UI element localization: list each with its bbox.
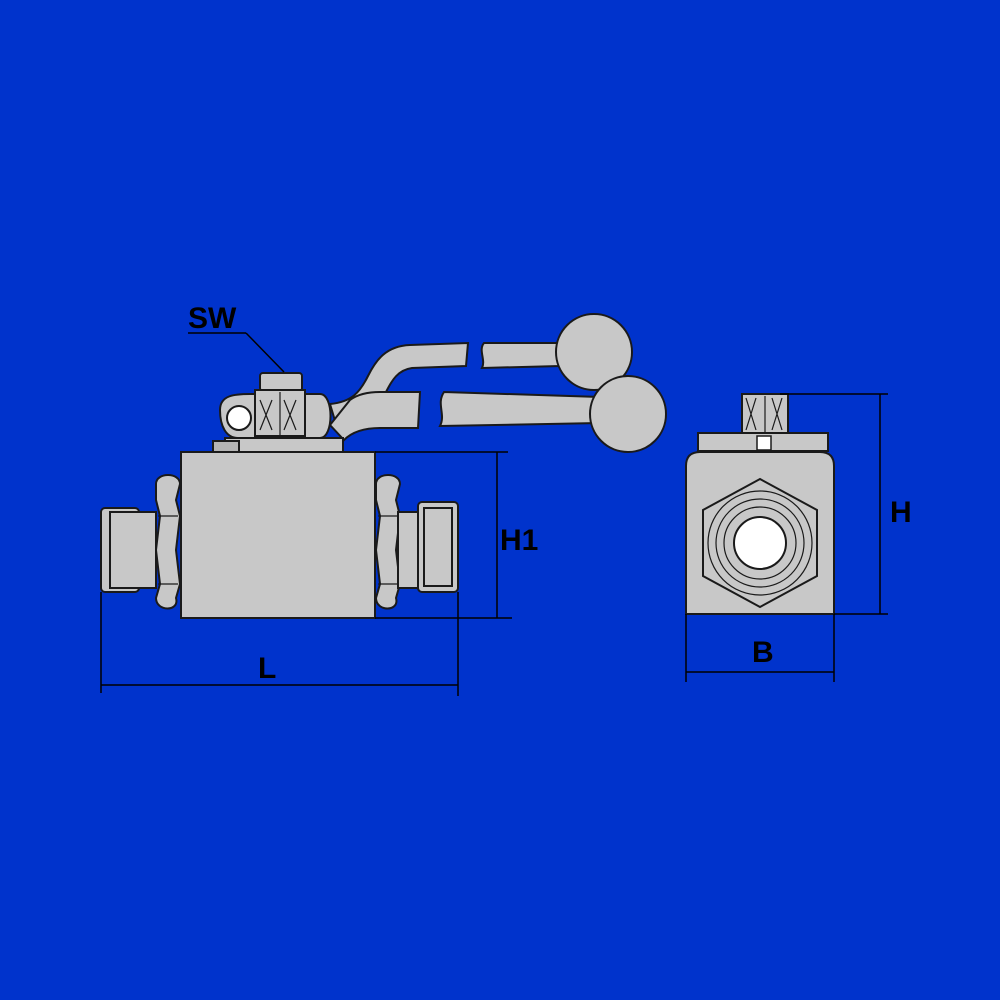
dimension-l: L: [100, 592, 459, 696]
left-fitting: [100, 474, 182, 610]
dimension-h1: H1: [375, 451, 538, 619]
dimension-h: H: [780, 393, 912, 615]
valve-body: [180, 451, 376, 619]
dimension-sw: SW: [188, 302, 285, 373]
dimension-b: B: [685, 614, 835, 682]
dimension-label-sw: SW: [188, 302, 237, 335]
stem-assembly: [218, 372, 332, 439]
side-view: H1 L SW: [100, 302, 667, 696]
front-view: H B: [685, 393, 912, 682]
handle-knob-upper: [555, 313, 633, 391]
right-fitting: [374, 474, 459, 610]
dimension-label-l: L: [258, 652, 276, 685]
pivot-hole: [226, 405, 252, 431]
port-bore: [733, 516, 787, 570]
front-stop-pin: [756, 435, 772, 451]
dimension-label-h1: H1: [500, 524, 538, 557]
stem-nut-top: [259, 372, 303, 392]
dimension-label-b: B: [752, 636, 774, 669]
dimension-label-h: H: [890, 496, 912, 529]
handle-lower: [328, 375, 667, 453]
handle-knob-lower: [589, 375, 667, 453]
